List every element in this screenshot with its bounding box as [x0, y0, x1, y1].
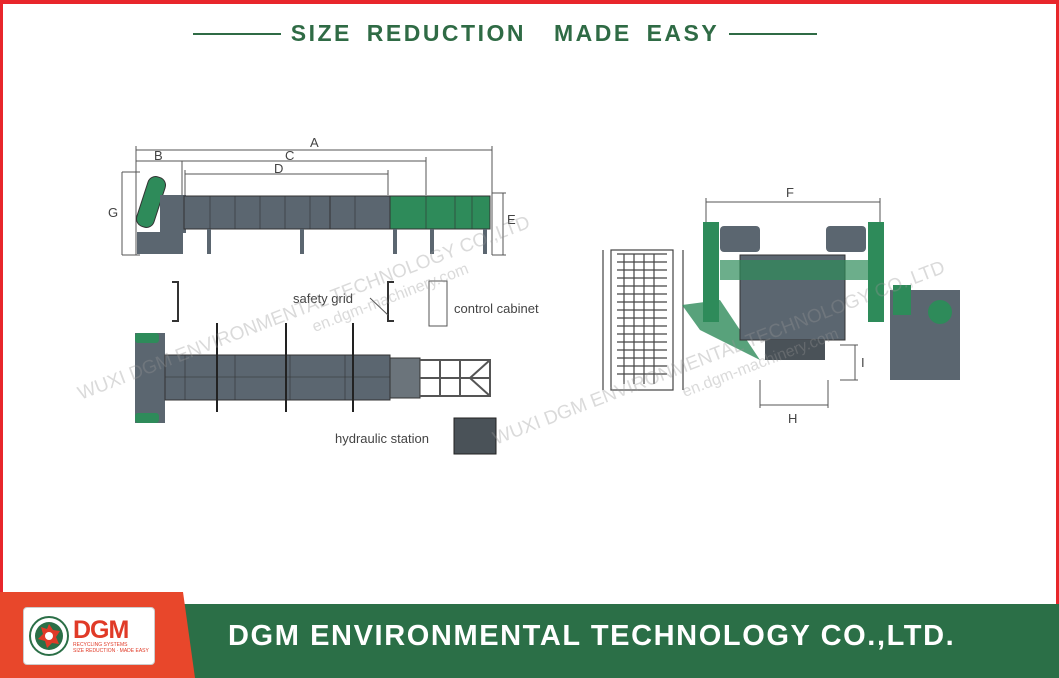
- headline-rule-left: [192, 32, 281, 35]
- headline-rule-right: [729, 32, 818, 35]
- front-view-machine: [602, 222, 960, 391]
- safety-grid-label: safety grid: [293, 291, 353, 306]
- hydraulic-station-label: hydraulic station: [335, 431, 429, 446]
- logo-slogan: SIZE REDUCTION · MADE EASY: [73, 648, 149, 654]
- control-cabinet-label: control cabinet: [454, 301, 539, 316]
- technical-drawing: A B C D G E safety grid control cabinet: [108, 135, 960, 455]
- headline: SIZE REDUCTION MADE EASY: [0, 20, 1010, 47]
- dim-label-d: D: [274, 161, 283, 176]
- footer-company-name: DGM ENVIRONMENTAL TECHNOLOGY CO.,LTD.: [228, 620, 956, 652]
- dimension-lines: [121, 146, 506, 256]
- logo-tagline: RECYCLING SYSTEMS: [73, 642, 128, 648]
- footer-banner: [170, 604, 1059, 678]
- control-cabinet-outline: [428, 280, 448, 327]
- dim-label-f: F: [786, 185, 794, 200]
- headline-right: MADE EASY: [553, 20, 720, 46]
- dim-label-e: E: [507, 212, 516, 227]
- headline-left: SIZE REDUCTION: [290, 20, 526, 46]
- dim-label-g: G: [108, 205, 118, 220]
- dgm-logo: DGM RECYCLING SYSTEMS SIZE REDUCTION · M…: [23, 607, 155, 665]
- logo-name: DGM: [73, 616, 129, 644]
- dim-label-a: A: [310, 135, 319, 150]
- dim-label-b: B: [154, 148, 163, 163]
- dim-label-c: C: [285, 148, 294, 163]
- dim-label-i: I: [861, 355, 865, 370]
- top-view-machine: [135, 323, 497, 455]
- shredder-rotor-icon: [29, 616, 69, 656]
- side-view-machine: [135, 176, 491, 254]
- safety-grid-marks: [172, 281, 394, 322]
- dim-label-h: H: [788, 411, 797, 426]
